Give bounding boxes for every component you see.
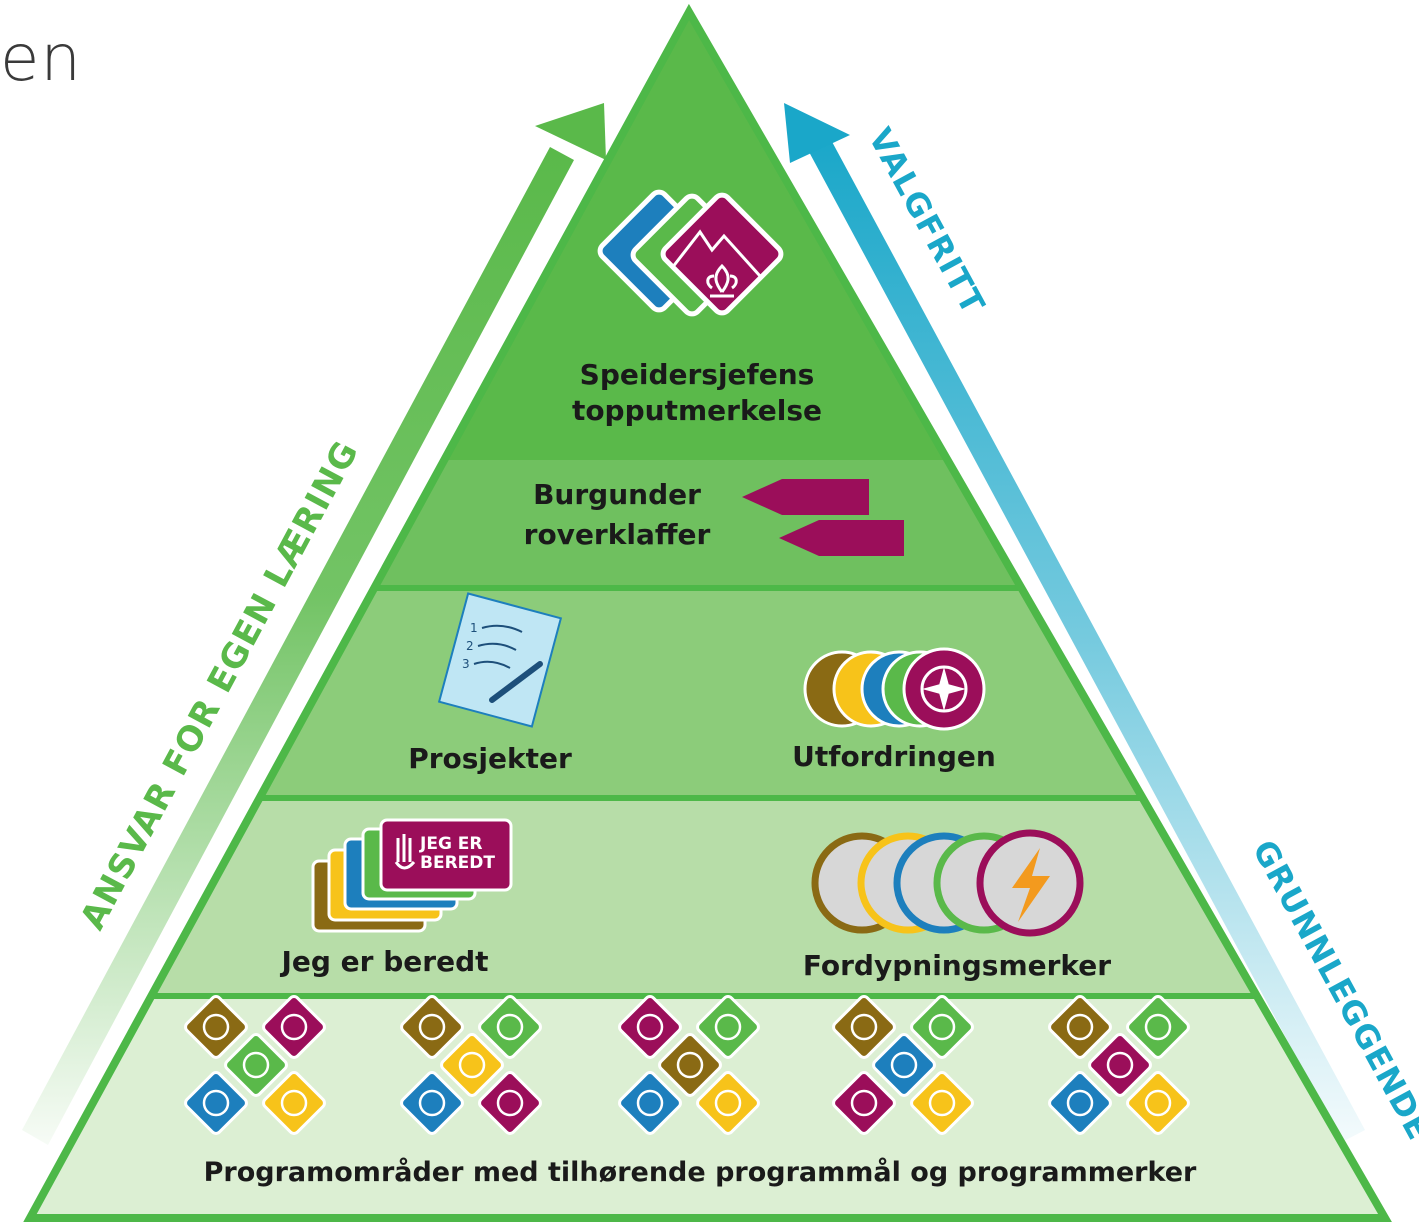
programme-badge — [696, 995, 760, 1059]
challenge-label: Utfordringen — [792, 740, 996, 773]
specialization-badges — [811, 829, 1084, 937]
programme-badge — [478, 1071, 542, 1135]
lightning-icon — [1012, 848, 1050, 922]
programme-badge — [910, 995, 974, 1059]
programme-badge — [872, 1033, 936, 1097]
programme-badge-icon — [850, 1089, 878, 1117]
programme-badge-icon — [636, 1013, 664, 1041]
burgundy-flaps — [742, 479, 904, 556]
flaps-label-line1: Burgunder — [533, 478, 701, 511]
base-label: Programområder med tilhørende programmål… — [204, 1156, 1197, 1188]
programme-badge-icon — [850, 1013, 878, 1041]
programme-badge-icon — [1144, 1013, 1172, 1041]
mountain-icon — [670, 229, 762, 278]
badge-cluster-2 — [400, 995, 542, 1135]
programme-badge — [1088, 1033, 1152, 1097]
programme-badge-clusters — [184, 995, 1190, 1135]
programme-badge — [618, 1071, 682, 1135]
programme-badge-icon — [496, 1089, 524, 1117]
pyramid-outline — [23, 3, 1392, 1222]
programme-badge — [224, 1033, 288, 1097]
programme-badge-icon — [928, 1089, 956, 1117]
programme-badge — [184, 995, 248, 1059]
jeg-er-beredt-cards: JEG ER BEREDT — [311, 818, 513, 933]
programme-badge — [1048, 1071, 1112, 1135]
programme-badge — [1048, 995, 1112, 1059]
project-document-icon: 1 2 3 — [437, 592, 563, 728]
card-text-line1: JEG ER — [419, 834, 483, 854]
programme-badge-icon — [714, 1089, 742, 1117]
programme-badge-icon — [418, 1013, 446, 1041]
programme-badge — [1126, 1071, 1190, 1135]
badge-burgundy — [660, 192, 784, 316]
challenge-badges — [803, 647, 986, 731]
programme-badge-icon — [458, 1051, 486, 1079]
programme-badge — [696, 1071, 760, 1135]
programme-badge — [1126, 995, 1190, 1059]
jeg-er-beredt-label: Jeg er beredt — [279, 945, 488, 978]
programme-badge — [832, 995, 896, 1059]
programme-badge-icon — [636, 1089, 664, 1117]
programme-badge — [400, 995, 464, 1059]
programme-badge-icon — [496, 1013, 524, 1041]
top-badge-label-line2: topputmerkelse — [572, 394, 822, 427]
specialization-label: Fordypningsmerker — [803, 949, 1111, 982]
programme-badge-icon — [1106, 1051, 1134, 1079]
programme-badge-icon — [418, 1089, 446, 1117]
badge-cluster-3 — [618, 995, 760, 1135]
right-arrow-shaft — [808, 138, 1365, 1142]
right-arrow-label-top: VALGFRITT — [861, 122, 993, 321]
top-badge-stack — [597, 189, 784, 317]
programme-badge — [832, 1071, 896, 1135]
programme-badge-icon — [890, 1051, 918, 1079]
programme-badge — [910, 1071, 974, 1135]
programme-badge-icon — [242, 1051, 270, 1079]
programme-badge-icon — [1066, 1013, 1094, 1041]
badge-cluster-1 — [184, 995, 326, 1135]
flap-upper — [742, 479, 869, 515]
programme-badge-icon — [714, 1013, 742, 1041]
programme-badge — [262, 1071, 326, 1135]
programme-badge-icon — [202, 1013, 230, 1041]
projects-label: Prosjekter — [408, 742, 572, 775]
programme-badge-icon — [202, 1089, 230, 1117]
badge-cluster-5 — [1048, 995, 1190, 1135]
left-arrow-head — [535, 103, 606, 160]
programme-badge — [440, 1033, 504, 1097]
flap-lower — [779, 520, 904, 556]
programme-badge — [262, 995, 326, 1059]
programme-badge — [658, 1033, 722, 1097]
programme-badge-icon — [1144, 1089, 1172, 1117]
doc-line-2: 2 — [466, 639, 474, 653]
doc-line-1: 1 — [470, 621, 478, 635]
badge-cluster-4 — [832, 995, 974, 1135]
programme-badge-icon — [280, 1013, 308, 1041]
programme-badge — [478, 995, 542, 1059]
flaps-label-line2: roverklaffer — [524, 518, 711, 551]
pen-icon — [489, 661, 543, 703]
scout-salute-icon — [394, 834, 416, 870]
programme-badge-icon — [676, 1051, 704, 1079]
top-badge-label-line1: Speidersjefens — [580, 358, 815, 391]
left-arrow-shaft — [22, 147, 574, 1145]
programme-badge-icon — [928, 1013, 956, 1041]
programme-badge — [618, 995, 682, 1059]
programme-badge-icon — [280, 1089, 308, 1117]
fleur-de-lis-icon — [706, 263, 738, 298]
programme-badge — [400, 1071, 464, 1135]
right-arrow-head — [784, 103, 850, 163]
card-text-line2: BEREDT — [420, 853, 495, 873]
programme-badge — [184, 1071, 248, 1135]
card-burgundy — [379, 818, 513, 892]
page-title-fragment: en — [0, 22, 82, 96]
doc-line-3: 3 — [462, 657, 470, 671]
programme-badge-icon — [1066, 1089, 1094, 1117]
